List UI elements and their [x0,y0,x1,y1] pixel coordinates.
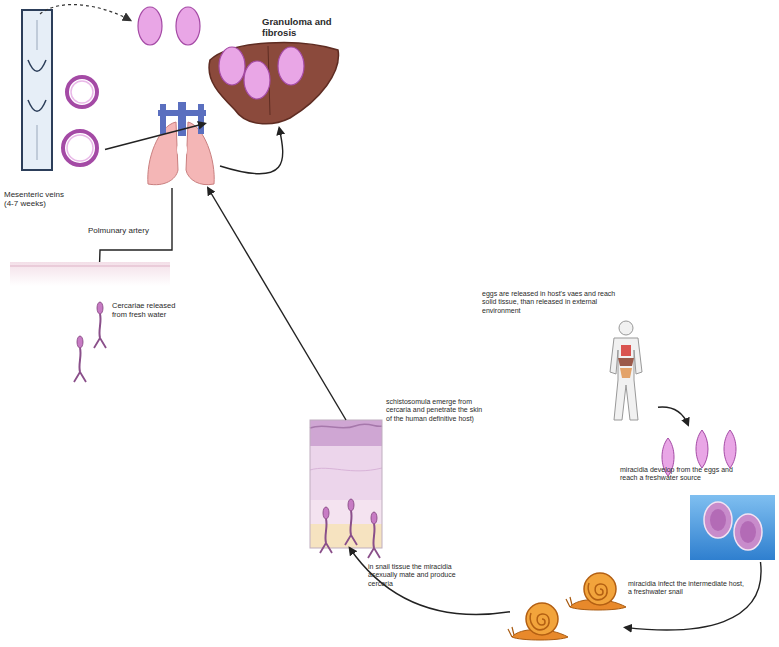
stage-text: Mesenteric veins (4-7 weeks) [4,190,76,209]
flow-arrow [105,124,205,150]
egg-pair [138,7,200,45]
stage-text: Cercariae released from fresh water [112,302,182,320]
flow-arrow [208,188,346,420]
stage-node: Polmunary artery [140,100,220,188]
lungs-illustration [148,102,214,185]
stage-text: Granuloma and fibrosis [262,16,337,38]
edge-label: in snail tissue the miracidia asexually … [368,563,468,588]
flow-arrow [220,128,283,174]
liver-illustration [209,43,338,124]
flow-arrow [658,407,688,425]
snail-pair [508,573,626,640]
stage-node: miracidia infect the intermediate host, … [510,565,625,643]
stage-text: miracidia develop from the eggs and reac… [620,466,740,483]
stage-node: Granuloma and fibrosis [205,38,340,128]
stage-node: eggs are released in host's vaes and rea… [598,318,658,423]
stage-node: miracidia develop from the eggs and reac… [650,425,777,562]
stage-text: schistosomula emerge from cercaria and p… [386,398,486,423]
stage-text: Polmunary artery [88,226,163,235]
freshwater-box [690,495,775,560]
flow-arrow [350,548,510,615]
human-figure [610,321,642,420]
water-cercariae [10,262,170,382]
stage-node: schistosomula emerge from cercaria and p… [310,420,382,548]
stage-node: Mesenteric veins (4-7 weeks) [15,5,105,173]
stage-text: eggs are released in host's vaes and rea… [482,290,617,315]
vein-illustration [22,5,130,170]
skin-section [310,420,382,558]
flow-arrow [625,562,761,630]
stage-node: Cercariae released from fresh water [10,262,170,390]
stage-text: miracidia infect the intermediate host, … [628,580,746,597]
worm-pair [63,77,97,165]
flow-arrow [100,188,172,262]
